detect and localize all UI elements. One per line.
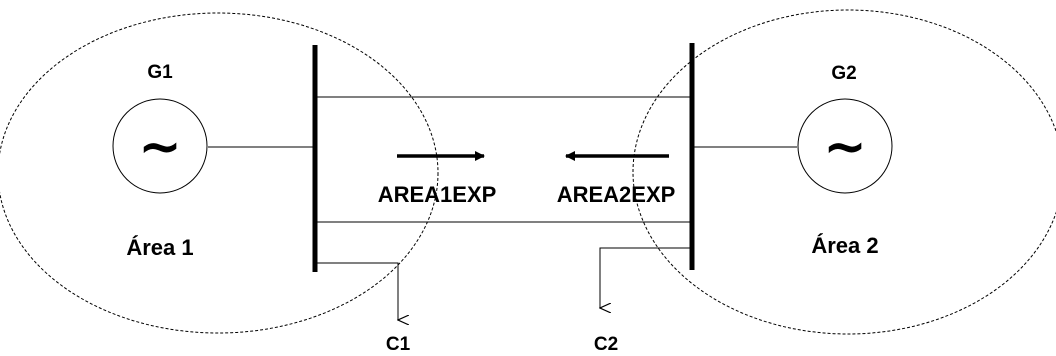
generator-g1: ~: [112, 98, 208, 194]
load-c1-label: C1: [386, 334, 411, 355]
area-2-boundary: [632, 9, 1056, 335]
area1-export-label: AREA1EXP: [378, 182, 497, 207]
area-1-boundary: [0, 12, 439, 334]
generator-g1-symbol: ~: [138, 117, 182, 177]
load-c1-line: [315, 262, 398, 320]
generator-g2: ~: [797, 98, 893, 194]
load-c2-label: C2: [594, 334, 618, 355]
generator-g2-symbol: ~: [823, 117, 867, 177]
area2-export-label: AREA2EXP: [557, 182, 676, 207]
area-2-label: Área 2: [811, 233, 878, 258]
area-1-label: Área 1: [126, 235, 193, 260]
generator-g2-label: G2: [831, 63, 856, 84]
generator-g1-label: G1: [147, 62, 173, 83]
generator-g2-circle: [797, 98, 893, 194]
generator-g1-circle: [112, 98, 208, 194]
load-c2-line: [600, 247, 692, 308]
